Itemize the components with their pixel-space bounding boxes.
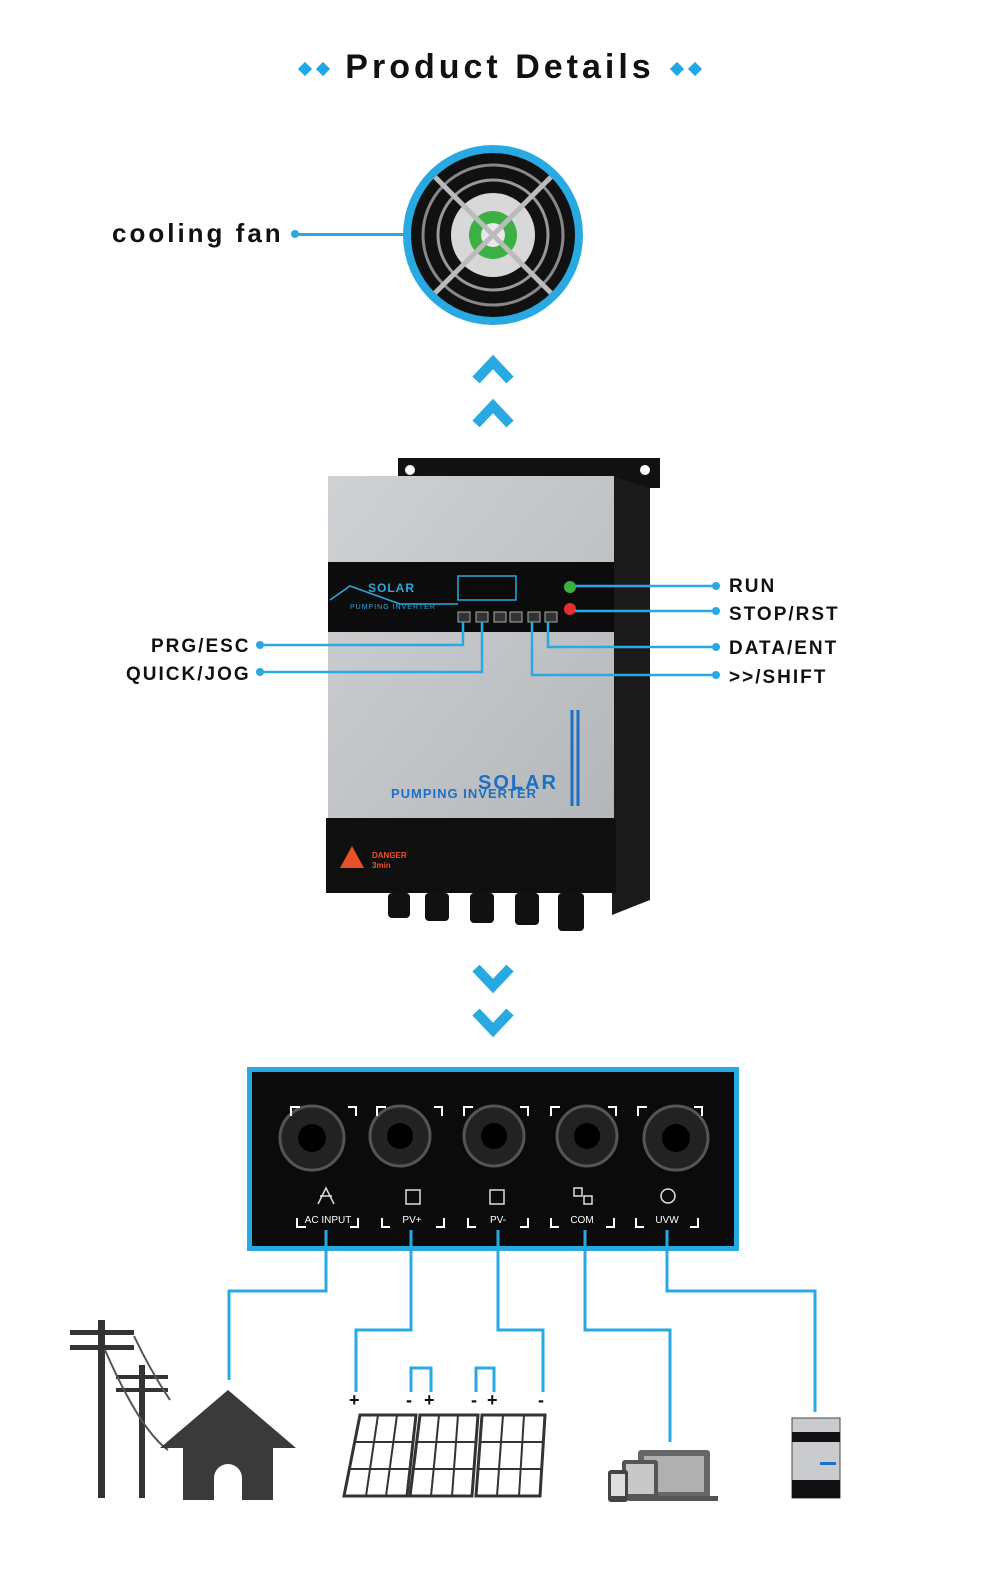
- chevron-up-icon: [472, 354, 514, 428]
- inverter-thumbnail-icon: [791, 1417, 841, 1499]
- callout-run: RUN: [729, 576, 777, 597]
- fan-callout-line: [296, 233, 406, 236]
- cooling-fan-label: cooling fan: [112, 218, 284, 248]
- panel-brand: SOLAR: [368, 581, 415, 595]
- callout-data-ent: DATA/ENT: [729, 638, 839, 659]
- solar-sign: -: [406, 1390, 412, 1410]
- danger-label: DANGER: [372, 851, 407, 860]
- port-label-pv-plus: PV+: [402, 1215, 422, 1226]
- port-label-pv-minus: PV-: [489, 1215, 507, 1226]
- port-label-ac-input: AC INPUT: [304, 1215, 352, 1226]
- callout-shift: >>/SHIFT: [729, 667, 828, 688]
- page-title: Product Details: [0, 48, 1000, 87]
- danger-time: 3min: [372, 861, 391, 870]
- panel-subtitle: PUMPING INVERTER: [350, 604, 436, 611]
- devices-icon: [608, 1450, 718, 1502]
- cooling-fan-icon: [403, 145, 583, 325]
- callout-quick-jog: QUICK/JOG: [126, 664, 251, 685]
- solar-sign: +: [349, 1390, 360, 1410]
- callout-stop-rst: STOP/RST: [729, 604, 840, 625]
- solar-sign: +: [487, 1390, 498, 1410]
- callout-prg-esc: PRG/ESC: [151, 636, 251, 657]
- control-callout-lines: [260, 584, 716, 677]
- solar-sign: +: [424, 1390, 435, 1410]
- wiring-lines: [227, 1230, 817, 1442]
- power-pole-house-icon: [70, 1320, 296, 1500]
- port-label-uvw: UVW: [655, 1215, 679, 1226]
- title-text: Product Details: [345, 48, 655, 86]
- port-panel: [247, 1067, 739, 1251]
- front-subtitle: PUMPING INVERTER: [391, 786, 538, 801]
- port-label-com: COM: [570, 1215, 594, 1226]
- solar-sign: -: [538, 1390, 544, 1410]
- chevron-down-icon: [472, 964, 514, 1038]
- front-brand: SOLAR: [478, 772, 558, 794]
- fan-callout-dot: [291, 230, 299, 238]
- solar-panel-icon: [342, 1413, 547, 1498]
- solar-sign: -: [471, 1390, 477, 1410]
